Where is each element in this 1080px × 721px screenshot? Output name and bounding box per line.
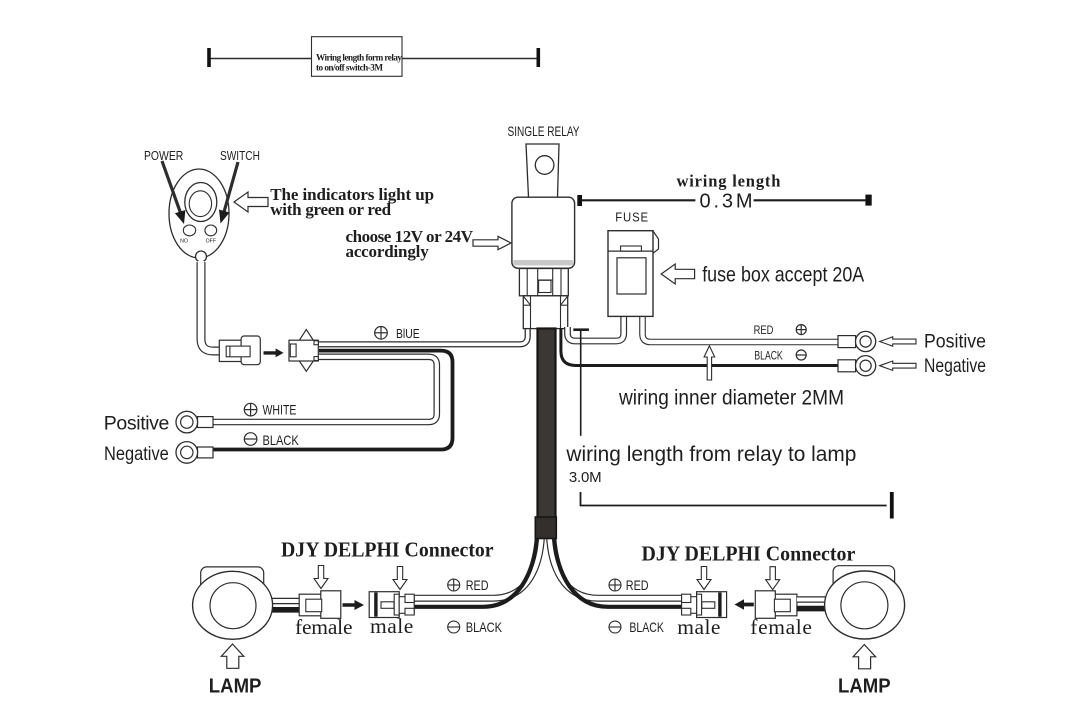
svg-text:0.3M: 0.3M [700,191,753,213]
svg-text:wiring inner diameter 2MM: wiring inner diameter 2MM [618,386,844,409]
svg-text:DJY DELPHI Connector: DJY DELPHI Connector [281,537,494,561]
svg-text:FUSE: FUSE [615,210,649,225]
svg-text:accordingly: accordingly [346,242,430,261]
svg-text:female: female [295,615,353,639]
svg-text:BLACK: BLACK [263,433,300,448]
svg-text:RED: RED [466,578,489,593]
svg-text:SWITCH: SWITCH [220,149,260,163]
svg-text:The indicators light up: The indicators light up [270,185,434,204]
svg-text:SINGLE RELAY: SINGLE RELAY [508,123,580,139]
svg-text:with green or red: with green or red [270,200,391,219]
svg-text:male: male [370,614,413,638]
svg-text:fuse box accept 20A: fuse box accept 20A [702,264,864,287]
svg-text:BLACK: BLACK [629,620,664,636]
svg-text:Negative: Negative [104,443,169,465]
svg-text:Positive: Positive [104,412,170,434]
svg-text:WHITE: WHITE [263,402,297,418]
svg-text:Wiring length form relay: Wiring length form relay [316,53,402,63]
svg-text:LAMP: LAMP [838,676,891,698]
svg-text:BlUE: BlUE [396,327,420,341]
svg-text:LAMP: LAMP [209,676,262,698]
svg-text:to on/off switch-3M: to on/off switch-3M [316,63,383,73]
svg-text:Positive: Positive [924,331,986,353]
svg-text:POWER: POWER [144,149,183,163]
svg-text:3.0M: 3.0M [569,469,602,486]
svg-text:Negative: Negative [924,355,986,377]
svg-text:wiring length: wiring length [677,171,781,190]
svg-text:female: female [750,615,812,639]
svg-text:BLACK: BLACK [466,620,503,635]
svg-text:choose 12V or 24V: choose 12V or 24V [346,227,474,246]
svg-text:RED: RED [754,324,774,337]
svg-text:male: male [677,615,720,639]
svg-text:OFF: OFF [206,239,216,245]
svg-text:RED: RED [626,578,649,593]
svg-text:DJY DELPHI Connector: DJY DELPHI Connector [642,541,856,565]
svg-text:NO: NO [180,239,188,245]
svg-text:wiring length from relay to la: wiring length from relay to lamp [565,443,856,466]
svg-text:BLACK: BLACK [754,350,782,363]
